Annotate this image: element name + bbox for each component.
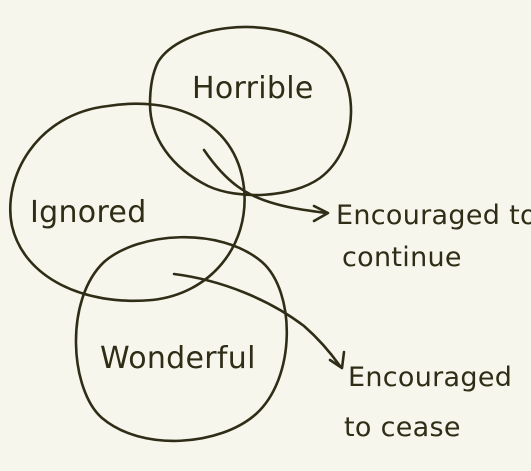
arrow-to-continue [202, 148, 328, 215]
label-continue-line1: Encouraged to [336, 200, 531, 231]
label-wonderful: Wonderful [100, 341, 256, 376]
circle-horrible [148, 25, 353, 197]
label-continue-line2: continue [342, 242, 462, 273]
label-cease-line1: Encouraged [348, 362, 512, 393]
circle-wonderful [74, 235, 289, 443]
arrow-to-cease [172, 272, 342, 368]
circle-ignored [9, 102, 246, 303]
arrowhead-cease [328, 350, 346, 370]
label-cease-line2: to cease [344, 412, 461, 443]
label-ignored: Ignored [30, 195, 147, 230]
label-horrible: Horrible [192, 71, 314, 106]
arrowhead-continue [312, 204, 330, 223]
